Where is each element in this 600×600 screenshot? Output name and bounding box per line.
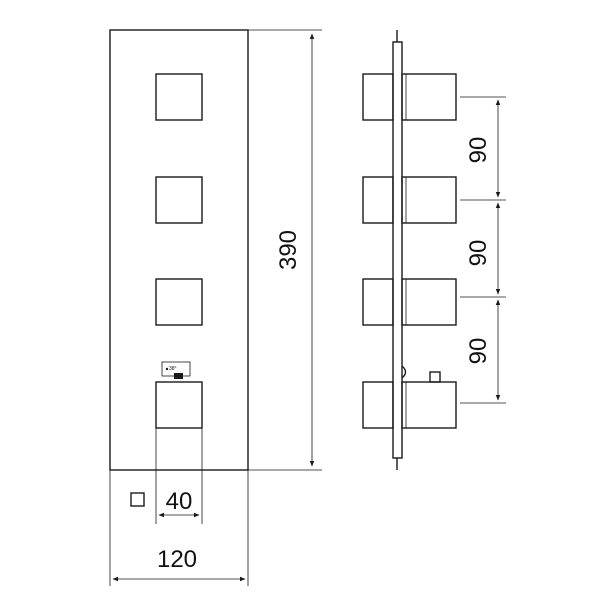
dimension-handle-width-label: 40 xyxy=(166,488,193,515)
front-view: 38° 390 40 120 xyxy=(109,29,322,586)
dimension-spacing-2-label: 90 xyxy=(465,240,492,267)
side-knob-4-button xyxy=(429,371,441,383)
dimension-spacing-3-label: 90 xyxy=(465,338,492,365)
side-knob-4-bump xyxy=(401,365,407,379)
dimension-total-height: 390 xyxy=(248,29,322,471)
dimension-total-width-label: 120 xyxy=(157,546,197,573)
dimension-spacing: 90 90 90 xyxy=(460,96,506,404)
dimension-handle-width: 40 xyxy=(130,428,203,524)
control-knob-2 xyxy=(155,176,203,224)
control-knob-1 xyxy=(155,73,203,121)
thermostat-label: 38° xyxy=(161,361,191,379)
dimension-spacing-1-label: 90 xyxy=(465,137,492,164)
control-knob-3 xyxy=(155,278,203,326)
thermostat-indicator-dot xyxy=(165,367,169,371)
thermostat-label-text: 38° xyxy=(169,366,177,372)
square-symbol xyxy=(130,492,145,507)
side-knob-1 xyxy=(362,73,457,121)
side-view: 90 90 90 xyxy=(362,30,506,470)
control-knob-4 xyxy=(155,381,203,429)
side-knob-2 xyxy=(362,176,457,224)
thermostat-marker xyxy=(174,373,183,379)
dimension-total-width: 120 xyxy=(109,470,249,586)
side-knob-3 xyxy=(362,278,457,326)
front-plate xyxy=(109,29,249,471)
dimension-total-height-label: 390 xyxy=(275,230,302,270)
side-plate xyxy=(392,41,403,459)
side-knob-4 xyxy=(362,365,457,429)
